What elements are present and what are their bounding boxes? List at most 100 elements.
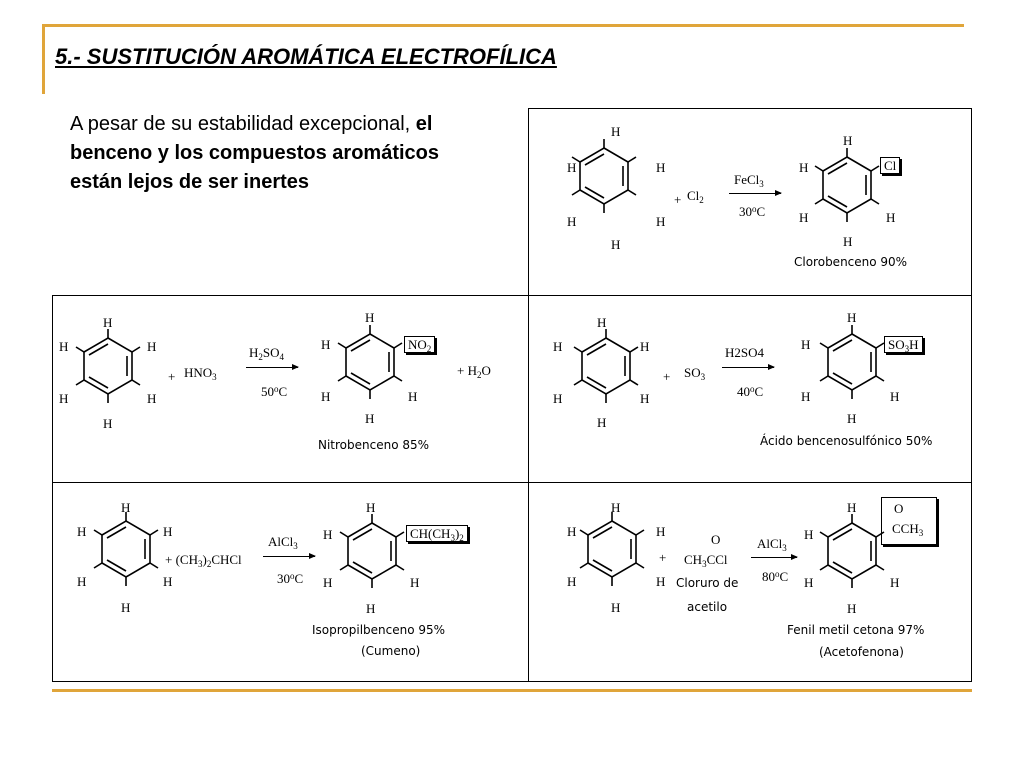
catalyst: FeCl3 bbox=[734, 172, 764, 189]
plus-sign: + bbox=[168, 369, 176, 384]
h-label: H bbox=[59, 339, 69, 354]
substituent-box: O CCH3 bbox=[881, 497, 937, 545]
intro-text: A pesar de su estabilidad excepcional, e… bbox=[70, 110, 470, 197]
reaction-arrow bbox=[722, 364, 775, 370]
reagent-name: Cloruro de bbox=[676, 576, 739, 590]
h-label: H bbox=[611, 124, 621, 139]
reaction-panel-sulfonation: H H H H H H + SO3 H2SO4 40oC H SO3H H H … bbox=[528, 295, 972, 483]
h-label: H bbox=[567, 160, 577, 175]
h-label: H bbox=[103, 315, 113, 330]
byproduct: + H2O bbox=[457, 363, 491, 380]
condition: 30oC bbox=[277, 571, 304, 586]
substituent-box: CH(CH3)2 bbox=[406, 525, 468, 543]
h-label: H bbox=[410, 575, 420, 590]
h-label: H bbox=[847, 601, 857, 616]
h-label: H bbox=[611, 237, 621, 252]
reagent: + (CH3)2CHCl bbox=[165, 552, 242, 569]
h-label: H bbox=[321, 337, 331, 352]
h-label: H bbox=[408, 389, 418, 404]
reaction-arrow bbox=[751, 554, 798, 560]
h-label: H bbox=[147, 339, 157, 354]
h-label: H bbox=[77, 574, 87, 589]
substituent-box: NO2 bbox=[404, 336, 436, 354]
h-label: H bbox=[890, 575, 900, 590]
h-label: H bbox=[804, 527, 814, 542]
plus-sign: + bbox=[659, 550, 667, 565]
h-label: H bbox=[366, 500, 376, 515]
h-label: H bbox=[553, 339, 563, 354]
condition: 30oC bbox=[739, 204, 766, 219]
reaction-panel-acylation: H H H H H H + O CH3CCl Cloruro de acetil… bbox=[528, 482, 972, 682]
reaction-panel-chlorination: H H H H H H + Cl2 FeCl3 30oC H Cl H H H … bbox=[528, 108, 972, 296]
h-label: H bbox=[163, 524, 173, 539]
plus-sign: + bbox=[663, 369, 671, 384]
catalyst: H2SO4 bbox=[249, 345, 285, 362]
h-label: H bbox=[147, 391, 157, 406]
h-label: H bbox=[567, 574, 577, 589]
h-label: H bbox=[886, 210, 896, 225]
slide-title: 5.- SUSTITUCIÓN AROMÁTICA ELECTROFÍLICA bbox=[55, 44, 557, 69]
title-rule-top bbox=[42, 24, 964, 27]
h-label: H bbox=[656, 574, 666, 589]
benzene-ring-product bbox=[817, 511, 887, 591]
footer-rule bbox=[52, 689, 972, 692]
reagent: CH3CCl bbox=[684, 552, 728, 569]
product-name: Ácido bencenosulfónico 50% bbox=[760, 434, 933, 448]
h-label: H bbox=[843, 133, 853, 148]
catalyst: AlCl3 bbox=[268, 534, 298, 551]
h-label: H bbox=[847, 310, 857, 325]
condition: 50oC bbox=[261, 384, 288, 399]
reaction-arrow bbox=[729, 190, 782, 196]
benzene-ring-reactant bbox=[571, 326, 641, 406]
h-label: H bbox=[611, 600, 621, 615]
h-label: H bbox=[121, 500, 131, 515]
h-label: H bbox=[597, 415, 607, 430]
product-alias: (Cumeno) bbox=[361, 644, 421, 658]
substituent-oxygen: O bbox=[894, 501, 904, 516]
h-label: H bbox=[365, 411, 375, 426]
intro-bold: el benceno y los compuestos aromáticos e… bbox=[70, 113, 439, 193]
reagent: HNO3 bbox=[184, 365, 217, 382]
h-label: H bbox=[597, 315, 607, 330]
benzene-ring-product bbox=[337, 511, 407, 591]
h-label: H bbox=[804, 575, 814, 590]
h-label: H bbox=[365, 310, 375, 325]
benzene-ring-product bbox=[817, 322, 887, 402]
h-label: H bbox=[163, 574, 173, 589]
intro-plain: A pesar de su estabilidad excepcional, bbox=[70, 113, 416, 135]
product-name: Fenil metil cetona 97% bbox=[787, 623, 925, 637]
reaction-panel-alkylation: H H H H H H + (CH3)2CHCl AlCl3 30oC H CH… bbox=[52, 482, 529, 682]
h-label: H bbox=[323, 527, 333, 542]
h-label: H bbox=[323, 575, 333, 590]
catalyst: H2SO4 bbox=[725, 345, 765, 360]
h-label: H bbox=[59, 391, 69, 406]
benzene-ring-reactant bbox=[577, 509, 647, 589]
h-label: H bbox=[847, 500, 857, 515]
h-label: H bbox=[321, 389, 331, 404]
reagent: SO3 bbox=[684, 365, 706, 382]
product-name: Nitrobenceno 85% bbox=[318, 438, 430, 452]
reagent-oxygen: O bbox=[711, 532, 721, 547]
h-label: H bbox=[656, 524, 666, 539]
h-label: H bbox=[640, 339, 650, 354]
reaction-arrow bbox=[246, 364, 299, 370]
reaction-panel-nitration: H H H H H H + HNO3 H2SO4 50oC H NO2 H H … bbox=[52, 295, 529, 483]
benzene-ring-product bbox=[335, 322, 405, 402]
plus-sign: + bbox=[674, 192, 682, 207]
h-label: H bbox=[656, 214, 666, 229]
h-label: H bbox=[801, 389, 811, 404]
h-label: H bbox=[611, 500, 621, 515]
product-name: Isopropilbenceno 95% bbox=[312, 623, 446, 637]
condition: 40oC bbox=[737, 384, 764, 399]
substituent-group: CCH3 bbox=[892, 521, 924, 538]
h-label: H bbox=[103, 416, 113, 431]
benzene-ring-reactant bbox=[91, 509, 161, 589]
h-label: H bbox=[77, 524, 87, 539]
substituent-box: SO3H bbox=[884, 336, 923, 354]
h-label: H bbox=[890, 389, 900, 404]
benzene-ring-reactant bbox=[569, 136, 639, 216]
h-label: H bbox=[799, 160, 809, 175]
h-label: H bbox=[843, 234, 853, 249]
substituent-box: Cl bbox=[880, 157, 901, 174]
product-alias: (Acetofenona) bbox=[819, 645, 904, 659]
